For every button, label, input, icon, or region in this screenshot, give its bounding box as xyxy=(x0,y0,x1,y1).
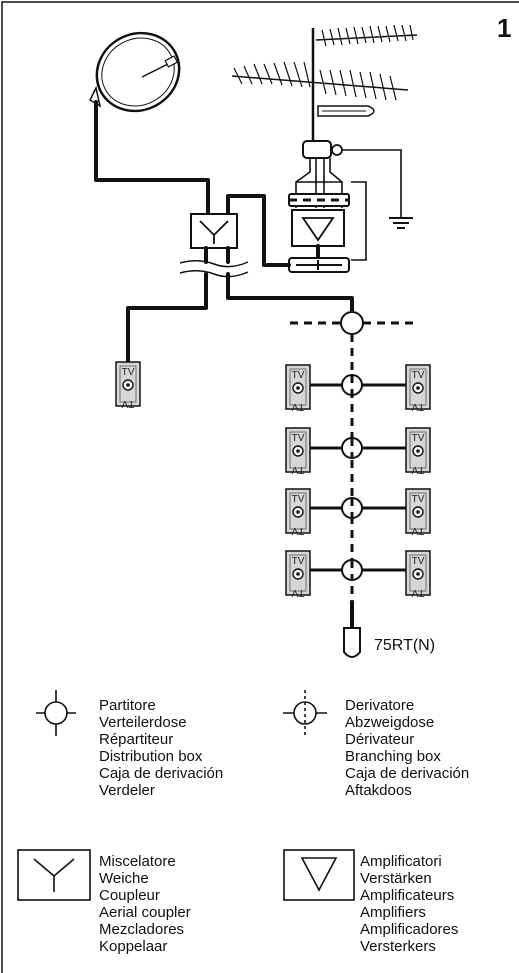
mast-head-box xyxy=(302,140,332,159)
supply-line xyxy=(351,181,367,261)
mast-amplifier xyxy=(291,209,345,247)
figure-number: 1 xyxy=(497,13,511,43)
mixer-box xyxy=(190,213,238,249)
tap-row xyxy=(298,497,407,519)
ground-icon xyxy=(342,149,413,229)
power-supply-box xyxy=(288,257,350,273)
tv-outlet: TV TV xyxy=(285,364,311,412)
tv-outlet: TV TV xyxy=(405,427,431,475)
tv-outlet: TV TV xyxy=(405,550,431,598)
outlet-label: TV xyxy=(122,367,135,378)
tv-outlet: TV TV xyxy=(285,488,311,536)
aerial-cable xyxy=(226,194,291,267)
termination-label: 75RT(N) xyxy=(374,637,435,654)
outlet-label: TV xyxy=(412,433,425,444)
riser-feed-cable xyxy=(226,272,354,314)
outlet-label: TV xyxy=(412,370,425,381)
outlet-label: TV xyxy=(292,494,305,505)
terrestrial-aerial-icon xyxy=(231,24,418,140)
outlet-label: TV xyxy=(292,556,305,567)
dish-cable xyxy=(94,100,210,216)
termination-resistor xyxy=(343,627,361,658)
outlet-label-inverted: TV xyxy=(291,525,304,536)
mast-clamp xyxy=(331,144,343,156)
tv-outlet: TV TV xyxy=(115,361,141,409)
legend-amplifier-text: Amplificatori Verstärken Amplificateurs … xyxy=(360,853,463,955)
outlet-label-inverted: TV xyxy=(411,464,424,475)
splitter xyxy=(340,311,364,335)
outlet-label-inverted: TV xyxy=(411,401,424,412)
tv-outlet: TV TV xyxy=(405,488,431,536)
tap-row xyxy=(298,437,407,459)
tap-row xyxy=(298,374,407,396)
outlet-label: TV xyxy=(412,556,425,567)
outlet-label-inverted: TV xyxy=(411,525,424,536)
tv-outlets: TV TV TV TV TV TV TV TV TV TV TV TV TV TV TV TV TV TV xyxy=(115,361,431,598)
outlet-label-inverted: TV xyxy=(411,587,424,598)
outlet-label: TV xyxy=(292,433,305,444)
outlet-label-inverted: TV xyxy=(121,398,134,409)
satellite-dish-icon xyxy=(89,31,181,113)
legend-mixer-text: Miscelatore Weiche Coupleur Aerial coupl… xyxy=(99,853,195,955)
single-outlet-cable xyxy=(126,272,208,364)
tv-outlet: TV TV xyxy=(405,364,431,412)
outlet-label: TV xyxy=(412,494,425,505)
outlet-label-inverted: TV xyxy=(291,401,304,412)
legend-tap-text: Derivatore Abzweigdose Dérivateur Branch… xyxy=(345,697,473,799)
legend-splitter-icon xyxy=(36,690,76,736)
tv-outlet: TV TV xyxy=(285,427,311,475)
outlet-label-inverted: TV xyxy=(291,587,304,598)
legend-mixer-icon xyxy=(17,849,91,901)
legend-amplifier-icon xyxy=(283,849,355,901)
tv-outlet: TV TV xyxy=(285,550,311,598)
cable-break xyxy=(179,260,249,268)
legend-splitter-text: Partitore Verteilerdose Répartiteur Dist… xyxy=(99,697,227,799)
outlet-label-inverted: TV xyxy=(291,464,304,475)
tap-row xyxy=(298,559,407,581)
outlet-label: TV xyxy=(292,370,305,381)
legend-tap-icon xyxy=(283,690,327,736)
